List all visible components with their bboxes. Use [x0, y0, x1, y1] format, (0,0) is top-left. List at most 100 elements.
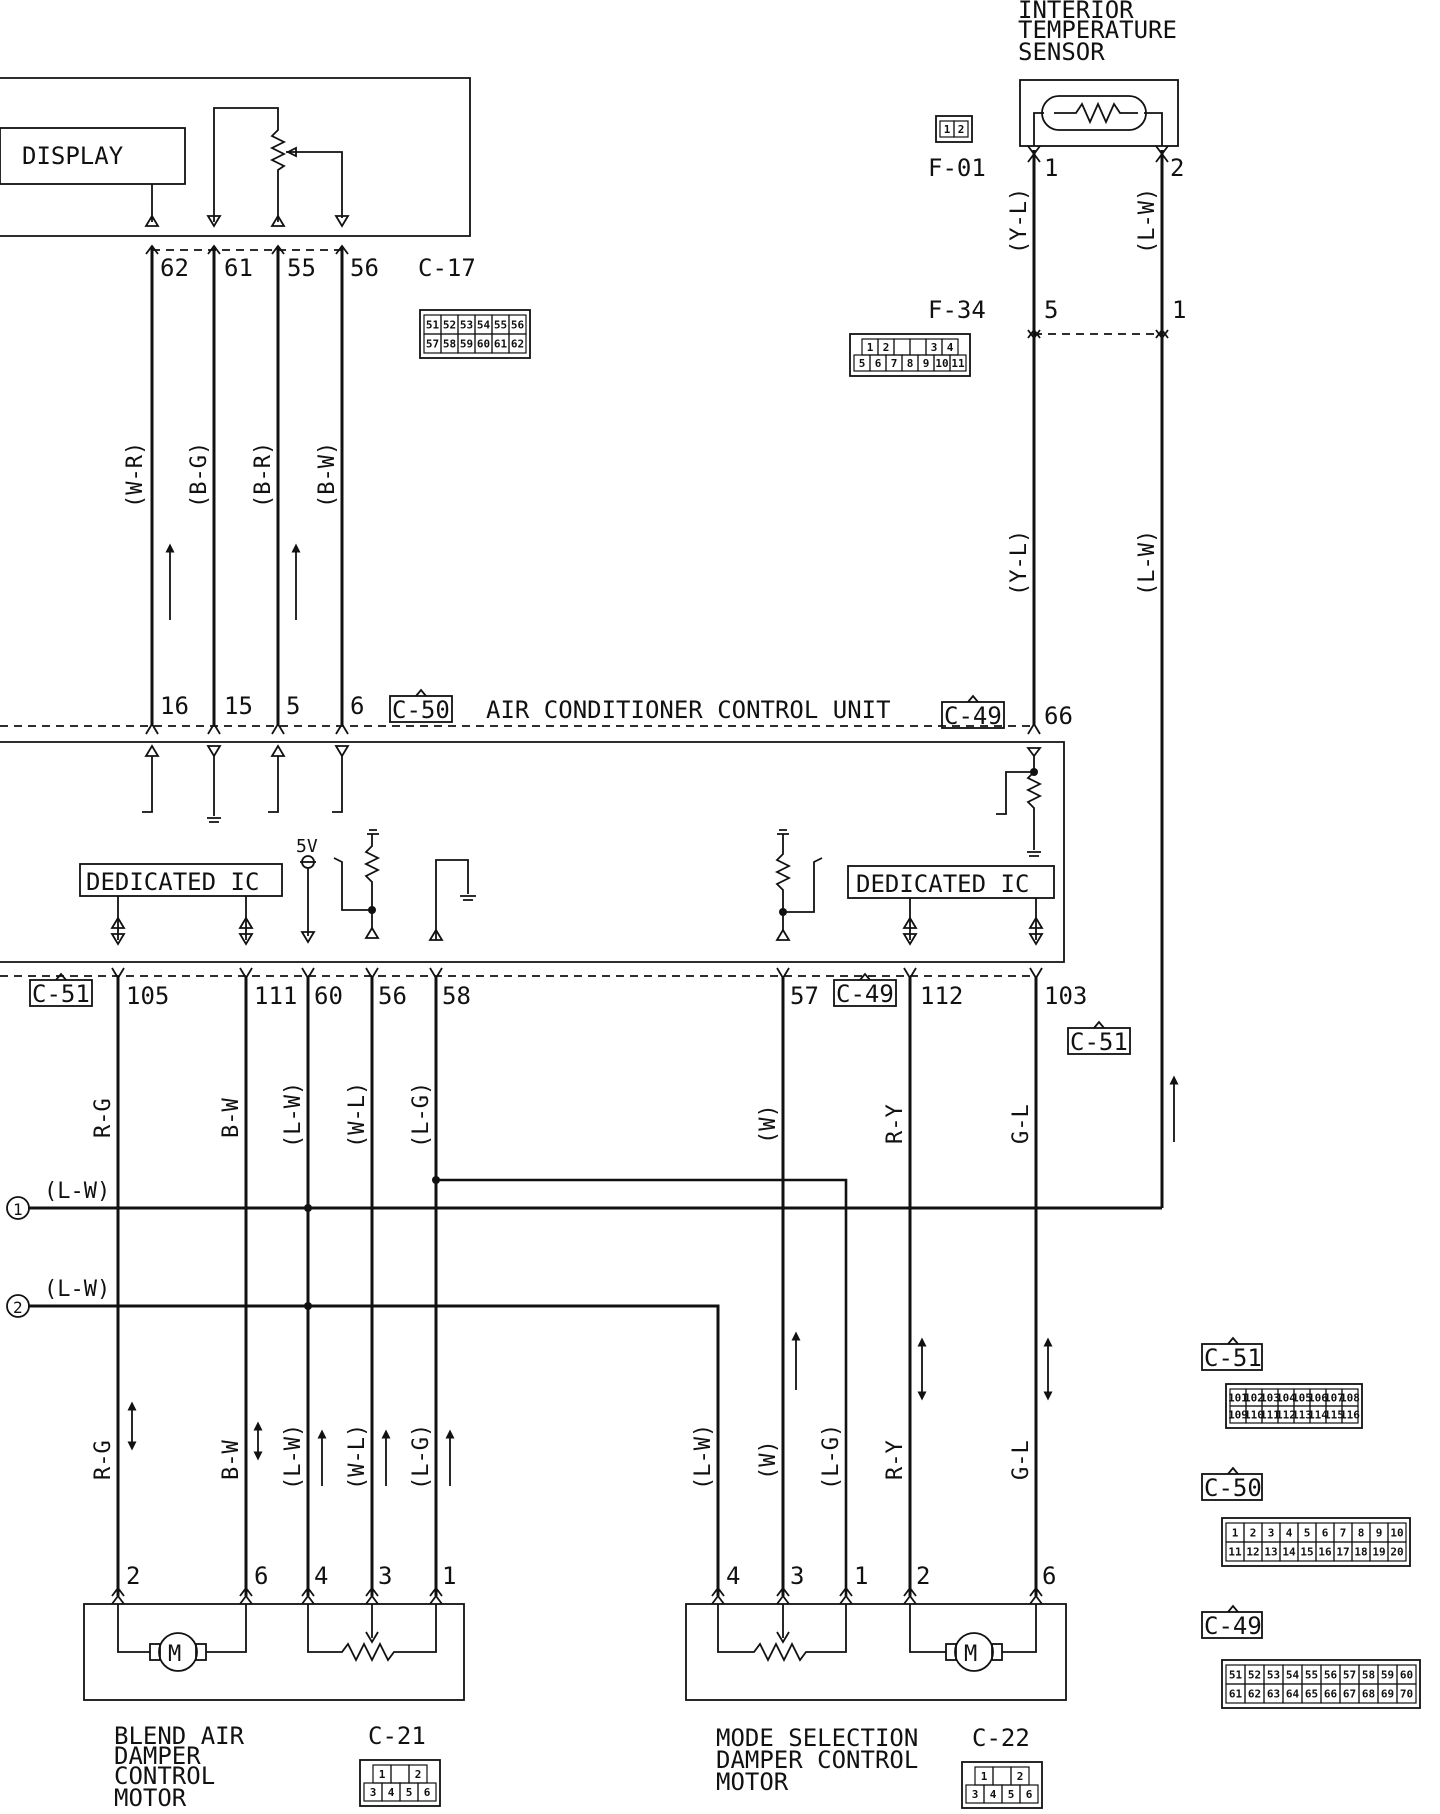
connector-pin-number: 1 — [944, 123, 951, 136]
connector-pin-number: 6 — [1026, 1788, 1033, 1801]
connector-cavity — [992, 1766, 1012, 1786]
connector-pin-number: 3 — [931, 341, 938, 354]
jumper-color-1: (L-W) — [44, 1179, 110, 1204]
connector-pin-number: 11 — [951, 357, 965, 370]
connector-pin-number: 56 — [1324, 1669, 1338, 1682]
connector-pin-number: 58 — [443, 338, 456, 351]
dedicated-ic-right: DEDICATED IC — [847, 865, 1055, 946]
connector-pin-number: 55 — [1305, 1669, 1318, 1682]
connector-cavity — [508, 333, 527, 354]
connector-pin-number: 69 — [1381, 1688, 1394, 1701]
connector-pin-number: 51 — [426, 319, 440, 332]
svg-text:C-49: C-49 — [836, 980, 894, 1008]
c22-pin-6: 6 — [1042, 1562, 1056, 1590]
c50-tag: C-50 — [389, 688, 453, 724]
connector-pin-number: 107 — [1324, 1392, 1344, 1405]
panel-potentiometer — [213, 107, 287, 222]
connector-pin-number: 15 — [1300, 1546, 1313, 1559]
mode-motor-label-2: DAMPER CONTROL — [716, 1746, 918, 1774]
c51-tag-left: C-51 — [29, 972, 93, 1008]
connector-pin-number: 112 — [1276, 1409, 1296, 1422]
svg-text:C-50: C-50 — [1204, 1474, 1262, 1502]
connector-pin-number: 102 — [1244, 1392, 1264, 1405]
pin-112: 112 — [920, 982, 963, 1010]
wire-color: (W) — [756, 1440, 781, 1480]
wire-color: (W) — [756, 1104, 781, 1144]
connector-pin-number: 3 — [370, 1786, 377, 1799]
connector-pin-number: 59 — [1381, 1669, 1394, 1682]
c21-pin-3: 3 — [378, 1562, 392, 1590]
connector-pin-number: 58 — [1362, 1669, 1375, 1682]
pin-103: 103 — [1044, 982, 1087, 1010]
wire-color: (L-G) — [409, 1424, 434, 1490]
reference-2: 2 — [6, 1294, 30, 1318]
wire-color: (L-W) — [281, 1082, 306, 1148]
f01-label: F-01 — [928, 154, 986, 182]
connector-pin-number: 4 — [990, 1788, 997, 1801]
c51-tag-right: C-51 — [1067, 1020, 1131, 1056]
connector-pin-number: 56 — [511, 319, 525, 332]
connector-pin-number: 109 — [1228, 1409, 1248, 1422]
connector-pin-number: 2 — [1250, 1527, 1257, 1540]
pin-57: 57 — [790, 982, 819, 1010]
blend-motor-label-3: CONTROL — [114, 1762, 215, 1790]
svg-text:M: M — [964, 1642, 977, 1667]
connector-pin-number: 67 — [1343, 1688, 1356, 1701]
connector-pin-number: 1 — [867, 341, 874, 354]
connector-pin-number: 1 — [379, 1768, 386, 1781]
svg-text:C-51: C-51 — [32, 980, 90, 1008]
connector-pin-number: 16 — [1318, 1546, 1332, 1559]
reference-1: 1 — [6, 1196, 30, 1220]
connector-pin-number: 62 — [1248, 1688, 1261, 1701]
acu-label: AIR CONDITIONER CONTROL UNIT — [486, 696, 891, 724]
connector-pin-number: 5 — [859, 357, 866, 370]
connector-pin-number: 19 — [1372, 1546, 1385, 1559]
connector-pin-number: 65 — [1305, 1688, 1318, 1701]
wire-color-l-w: (L-W) — [1135, 530, 1160, 596]
supply-5v-label: 5V — [296, 836, 318, 857]
connector-housing — [961, 1761, 1043, 1809]
connector-pin-number: 17 — [1336, 1546, 1349, 1559]
connector-cavity — [390, 1764, 410, 1784]
f34-pin-5: 5 — [1044, 296, 1058, 324]
connector-pin-number: 12 — [1246, 1546, 1259, 1559]
thermistor-icon — [1054, 101, 1138, 125]
c17-pin-62: 62 — [160, 254, 189, 282]
sensor-wires — [1027, 150, 1179, 1208]
connector-pin-number: 6 — [424, 1786, 431, 1799]
svg-text:DEDICATED IC: DEDICATED IC — [86, 868, 259, 896]
c50-pin-5: 5 — [286, 692, 300, 720]
wire-color: R-G — [91, 1098, 116, 1138]
acu-ground-circuit — [428, 859, 476, 941]
f34-pin-1: 1 — [1172, 296, 1186, 324]
svg-text:C-50: C-50 — [392, 696, 450, 724]
upper-wires — [145, 244, 349, 726]
acu-sensor-circuit — [996, 747, 1043, 857]
wire-color: G-L — [1009, 1440, 1034, 1480]
wire-color: R-Y — [883, 1440, 908, 1480]
c51-legend: C-51 10110210310410510610710810911011111… — [1201, 1336, 1363, 1429]
wire-color: R-G — [91, 1440, 116, 1480]
lower-wires — [28, 976, 1162, 1596]
connector-housing — [359, 1759, 441, 1807]
connector-pin-number: 13 — [1264, 1546, 1277, 1559]
connector-pin-number: 2 — [415, 1768, 422, 1781]
connector-cavity — [1341, 1405, 1359, 1424]
connector-pin-number: 2 — [1017, 1770, 1024, 1783]
connector-pin-number: 9 — [1376, 1527, 1383, 1540]
c22-pin-1: 1 — [854, 1562, 868, 1590]
wire-color: (W-L) — [345, 1424, 370, 1490]
connector-pin-number: 5 — [1304, 1527, 1311, 1540]
connector-pin-number: 105 — [1292, 1392, 1312, 1405]
wire-color: R-Y — [883, 1104, 908, 1144]
wire-color: (L-W) — [281, 1424, 306, 1490]
svg-text:M: M — [168, 1642, 181, 1667]
connector-pin-number: 5 — [406, 1786, 413, 1799]
connector-pin-number: 116 — [1340, 1409, 1360, 1422]
connector-pin-number: 57 — [1343, 1669, 1356, 1682]
blend-motor-label-2: DAMPER — [114, 1742, 201, 1770]
air-conditioner-control-unit — [0, 722, 1065, 977]
